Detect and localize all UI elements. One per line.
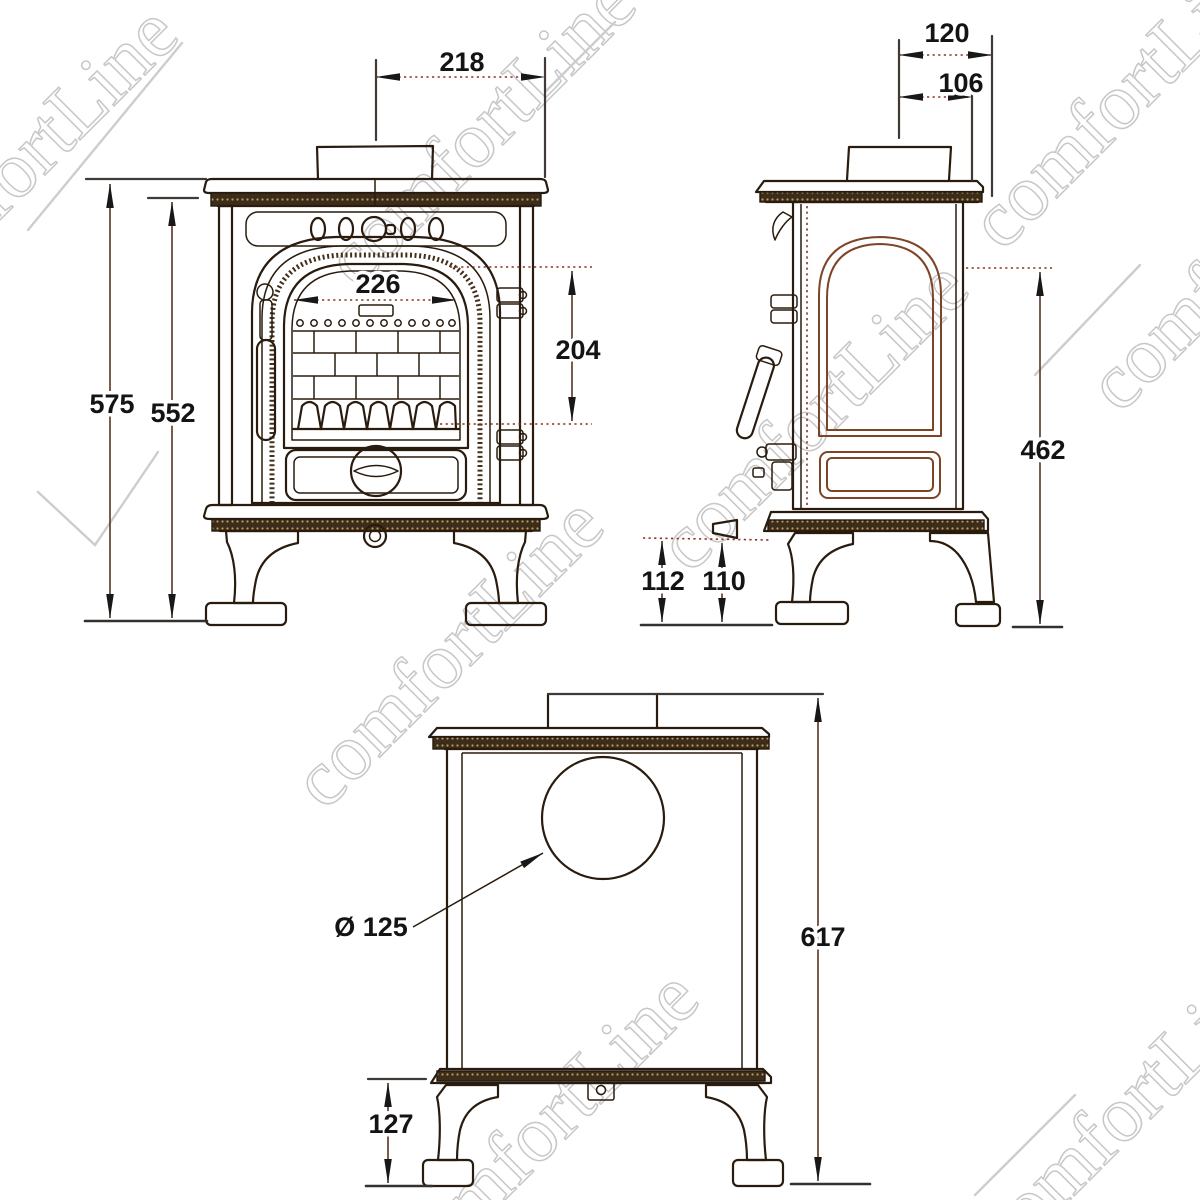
side-arched-panel [818, 236, 942, 437]
dim-glass-height: 204 [440, 266, 604, 425]
side-hinge [770, 294, 798, 324]
dim-glass-width-label: 226 [355, 269, 400, 299]
dim-flue-to-plate-label: 106 [938, 68, 983, 98]
dim-base-height: 110 [699, 542, 749, 623]
front-legs [204, 529, 548, 627]
side-top-plate [754, 179, 985, 204]
dim-outlet-diameter: Ø 125 [331, 852, 544, 946]
front-view [202, 144, 550, 627]
airwash-holes [296, 319, 456, 327]
watermark-text: comfortLine [953, 0, 1200, 265]
side-door-handle [735, 345, 783, 440]
rear-top-plate [427, 726, 771, 751]
dim-rear-overall-height: 617 [546, 692, 872, 1186]
dim-leg-height: 127 [364, 1077, 434, 1188]
door-hinge-bottom [496, 429, 528, 461]
dim-leg-height-label: 127 [368, 1109, 413, 1139]
dim-flue-to-plate: 106 [898, 65, 987, 182]
dim-flue-offset-label: 218 [439, 47, 484, 77]
front-flue-collar [315, 144, 435, 181]
side-flue-collar [845, 145, 953, 182]
dim-glass-width: 226 [293, 266, 457, 304]
rear-legs [421, 1083, 785, 1188]
side-latch [752, 443, 797, 491]
rear-body [445, 747, 759, 1071]
rear-bracket [587, 1082, 615, 1101]
watermark-text: comfortLine [0, 0, 195, 333]
log-guard-teeth [291, 400, 461, 431]
damper-knob [349, 444, 403, 498]
hinge-ornament [772, 211, 793, 241]
firebrick-lining [293, 330, 459, 400]
rear-base [429, 1067, 773, 1101]
dim-base-height-label: 110 [702, 566, 746, 596]
side-body [791, 200, 965, 511]
glass-latch [358, 304, 394, 317]
front-left-column [217, 204, 234, 507]
side-view [711, 145, 1002, 628]
dim-overall-height: 575 [83, 177, 209, 623]
side-lower-panel [819, 451, 941, 499]
rear-flue-collar [546, 692, 659, 730]
base-knob [362, 523, 388, 549]
dim-glass-height-label: 204 [555, 335, 600, 365]
dim-lip-height-label: 112 [641, 566, 685, 596]
door-hinge-top [496, 287, 528, 319]
dim-lip-height: 112 [638, 537, 774, 627]
dim-rear-overall-height-label: 617 [800, 922, 845, 952]
door-handle [255, 283, 277, 442]
ash-lip [711, 518, 739, 540]
flue-outlet-circle [540, 755, 666, 881]
dim-body-height: 552 [146, 196, 200, 619]
front-lower-panel [284, 448, 468, 502]
dim-flue-to-back-label: 120 [924, 18, 969, 48]
dim-outlet-diameter-label: Ø 125 [334, 912, 408, 942]
side-base [762, 510, 990, 533]
watermark-text: comfortLine [956, 933, 1200, 1200]
dim-body-height-label: 552 [150, 398, 195, 428]
side-legs [774, 531, 1002, 628]
dim-flue-to-back: 120 [897, 15, 994, 198]
front-top-plate [202, 177, 550, 208]
dim-overall-height-label: 575 [89, 389, 134, 419]
rear-view [421, 692, 785, 1188]
dim-flue-offset: 218 [374, 44, 547, 179]
air-control-knob [360, 215, 397, 243]
dim-flue-center-height: 462 [966, 267, 1069, 629]
dim-flue-center-height-label: 462 [1020, 435, 1065, 465]
